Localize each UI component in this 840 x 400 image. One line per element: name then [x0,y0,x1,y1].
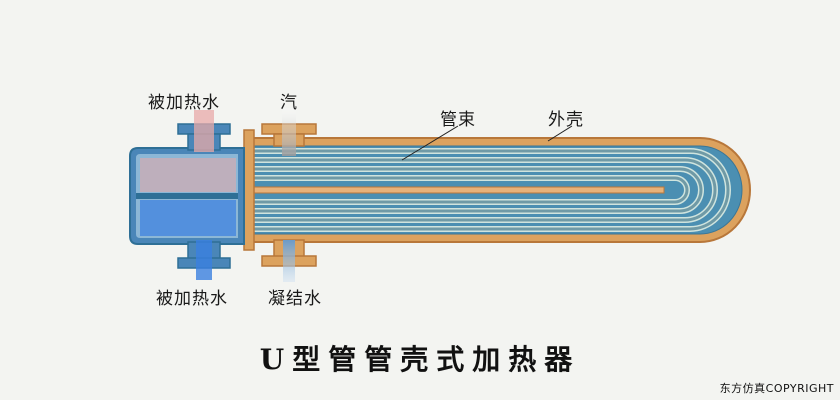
copyright-text: 东方仿真COPYRIGHT [719,382,834,395]
label-condensate: 凝结水 [268,289,322,309]
tube-sheet [243,129,255,251]
label-heated-water-in: 被加热水 [148,93,220,113]
condensate-outlet-nozzle [261,239,317,282]
u-tube-bundle [251,148,731,232]
heated-water-outlet-nozzle [177,240,231,280]
pass-partition [136,193,238,199]
water-chamber [129,147,245,245]
steam-inlet-nozzle [261,108,317,156]
tube-bundle-leader [401,125,459,161]
label-heated-water-out: 被加热水 [156,289,228,309]
label-shell: 外壳 [548,110,584,130]
shell-leader [547,125,573,142]
diagram-title: U型管管壳式加热器 [259,343,581,376]
label-steam: 汽 [280,93,298,113]
label-tube-bundle: 管束 [440,110,476,130]
heated-water-inlet-nozzle [177,110,231,152]
